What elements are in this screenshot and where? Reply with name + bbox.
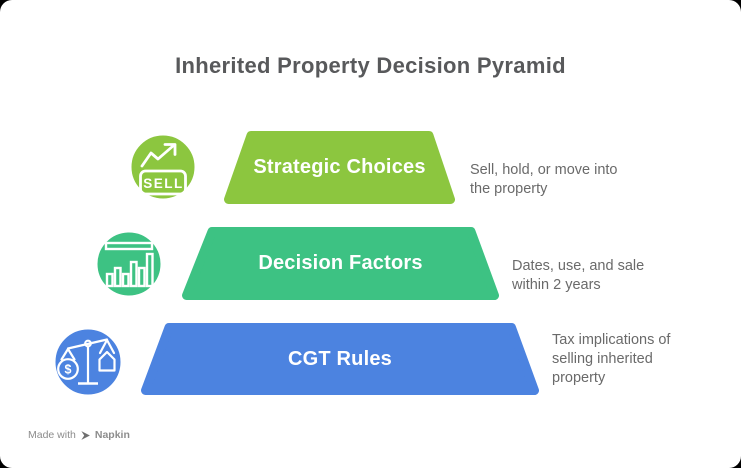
svg-text:SELL: SELL [143, 176, 184, 191]
page-title: Inherited Property Decision Pyramid [175, 53, 566, 78]
scales-house-dollar-icon: $ [53, 327, 123, 402]
level-description: Tax implications of selling inherited pr… [552, 332, 671, 386]
pyramid-level-decision-factors: Decision Factors [182, 227, 499, 300]
svg-text:$: $ [65, 363, 72, 377]
sell-trend-icon: SELL [129, 133, 197, 206]
watermark-brand: Napkin [94, 429, 130, 441]
level-label: Strategic Choices [253, 156, 426, 178]
pyramid-level-strategic-choices: Strategic Choices [224, 131, 455, 204]
napkin-logo-icon [80, 430, 91, 441]
watermark-text: Made with [28, 429, 76, 441]
level-label: CGT Rules [287, 347, 393, 370]
level-label: Decision Factors [258, 252, 423, 274]
pyramid-level-cgt-rules: CGT Rules [141, 323, 539, 395]
level-description: Dates, use, and sale within 2 years [512, 258, 645, 293]
level-description: Sell, hold, or move into the property [470, 162, 618, 197]
bar-chart-icon [95, 230, 163, 303]
watermark: Made with Napkin [28, 429, 130, 441]
